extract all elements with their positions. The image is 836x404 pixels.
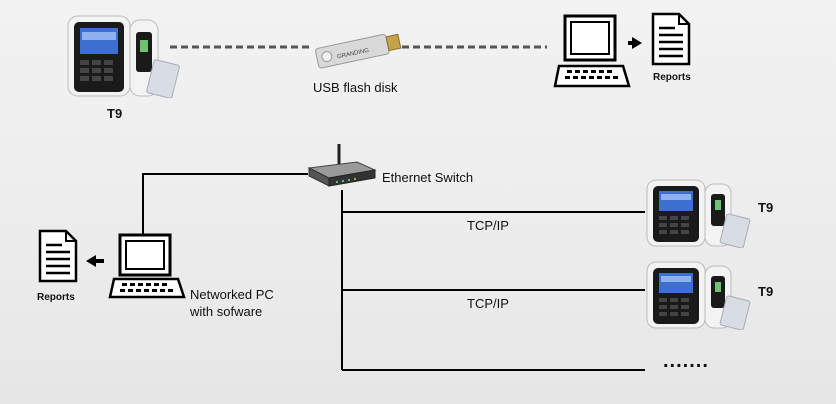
top-pc-icon: [553, 14, 631, 90]
terminal-2-label: T9: [758, 284, 774, 299]
switch-label: Ethernet Switch: [382, 170, 474, 185]
left-reports-document-icon: [38, 229, 78, 283]
usb-flash-disk: GRANDING: [312, 26, 404, 72]
t9-terminal-2: [645, 258, 753, 330]
tcp-link-1-label: TCP/IP: [467, 218, 509, 233]
top-terminal-label: T9: [107, 106, 123, 121]
flash-disk-label: USB flash disk: [313, 80, 398, 95]
ethernet-switch: [305, 140, 377, 192]
left-reports-label: Reports: [37, 292, 75, 303]
top-reports-label: Reports: [653, 72, 691, 83]
top-reports-document-icon: [651, 12, 691, 66]
top-t9-terminal: [66, 10, 182, 98]
t9-terminal-1: [645, 176, 753, 248]
terminal-1-label: T9: [758, 200, 774, 215]
networked-pc-label-line2: with sofware: [190, 304, 263, 319]
arrow-to-top-reports: [632, 37, 642, 49]
tcp-link-2-label: TCP/IP: [467, 296, 509, 311]
networked-pc-icon: [108, 233, 186, 301]
pc-to-switch-line: [142, 173, 308, 236]
more-devices-ellipsis: .......: [663, 350, 709, 372]
arrow-to-left-reports: [86, 255, 96, 267]
networked-pc-label-line1: Networked PC: [190, 287, 274, 302]
